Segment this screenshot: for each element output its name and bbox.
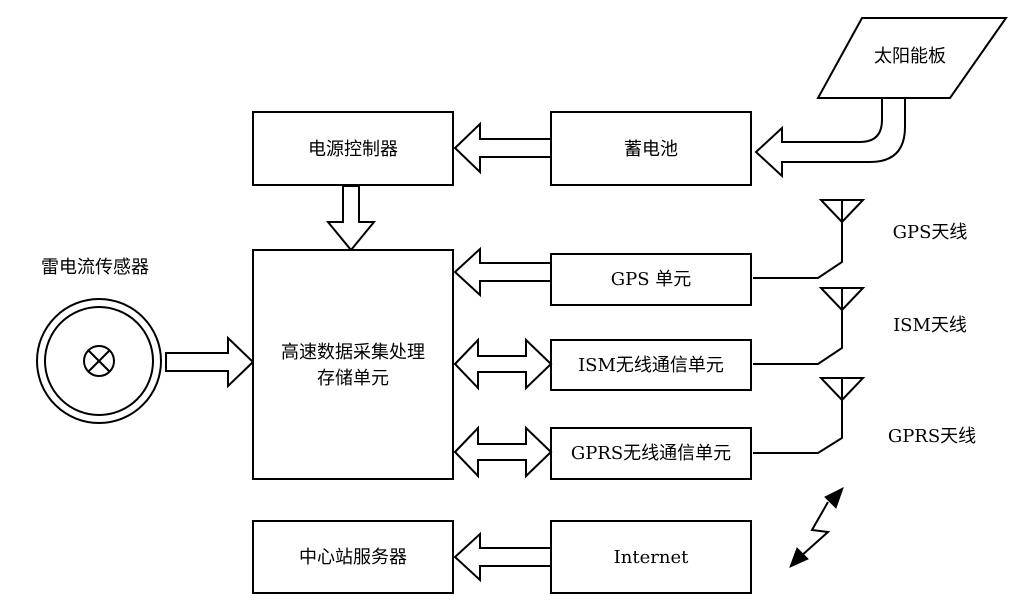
lightning-sensor: 雷电流传感器 xyxy=(36,257,162,424)
acquisition-label-line2: 存储单元 xyxy=(317,368,389,389)
wireless-link-icon xyxy=(789,487,844,568)
gps-unit-block: GPS 单元 xyxy=(550,253,752,306)
internet-label: Internet xyxy=(614,547,689,568)
server-block: 中心站服务器 xyxy=(252,520,454,594)
acquisition-unit-block: 高速数据采集处理 存储单元 xyxy=(252,249,454,480)
battery-to-controller-arrow xyxy=(453,121,552,175)
sensor-label: 雷电流传感器 xyxy=(41,257,149,278)
server-label: 中心站服务器 xyxy=(299,547,407,568)
acquisition-label-line1: 高速数据采集处理 xyxy=(281,342,425,363)
solar-panel-block: 太阳能板 xyxy=(816,17,1008,99)
battery-label: 蓄电池 xyxy=(624,139,678,160)
sensor-to-acquisition-arrow xyxy=(165,335,255,389)
ism-antenna-label: ISM天线 xyxy=(893,315,967,336)
power-controller-label: 电源控制器 xyxy=(308,139,398,160)
gps-antenna: GPS天线 xyxy=(753,199,968,279)
gprs-unit-block: GPRS无线通信单元 xyxy=(550,427,752,480)
power-controller-block: 电源控制器 xyxy=(252,111,454,186)
internet-to-server-arrow xyxy=(453,531,552,583)
gprs-acquisition-bidirectional-arrow xyxy=(453,425,553,479)
controller-to-acquisition-arrow xyxy=(325,185,377,252)
ism-unit-block: ISM无线通信单元 xyxy=(550,339,752,391)
gprs-unit-label: GPRS无线通信单元 xyxy=(571,443,731,464)
ism-acquisition-bidirectional-arrow xyxy=(453,337,553,391)
ism-antenna: ISM天线 xyxy=(753,287,967,365)
solar-panel-label: 太阳能板 xyxy=(874,46,946,67)
solar-to-battery-arrow xyxy=(754,97,906,179)
battery-block: 蓄电池 xyxy=(550,111,752,186)
gps-to-acquisition-arrow xyxy=(453,246,552,298)
gprs-antenna-label: GPRS天线 xyxy=(888,426,976,447)
gprs-antenna: GPRS天线 xyxy=(753,377,976,454)
gps-antenna-label: GPS天线 xyxy=(893,222,968,243)
internet-block: Internet xyxy=(550,520,752,594)
ism-unit-label: ISM无线通信单元 xyxy=(578,355,724,376)
gps-unit-label: GPS 单元 xyxy=(611,269,692,290)
